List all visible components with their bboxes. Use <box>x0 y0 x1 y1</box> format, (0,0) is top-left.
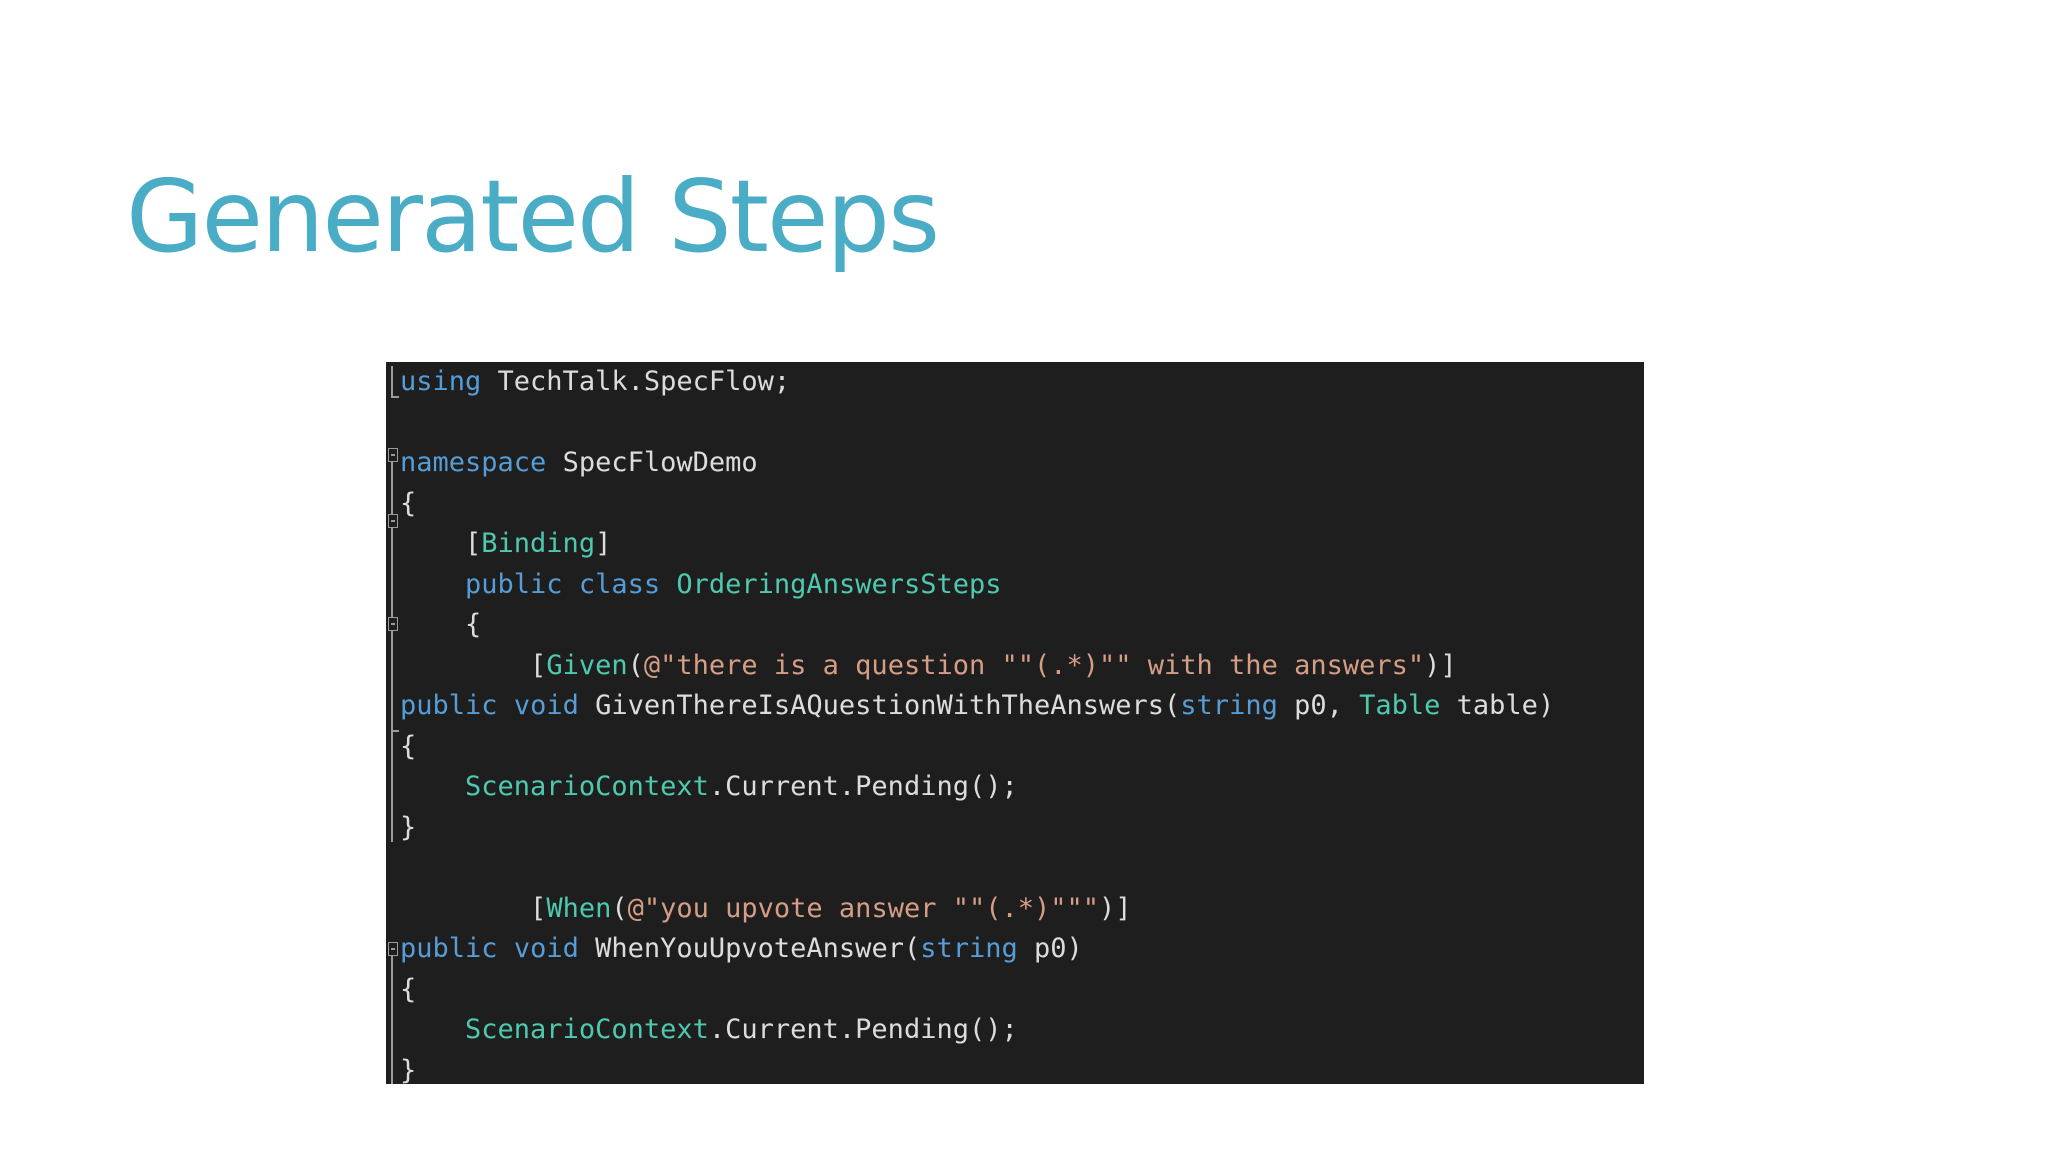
code-keyword: public <box>465 568 563 600</box>
code-keyword: string <box>1180 690 1278 721</box>
code-text: WhenYouUpvoteAnswer( <box>578 933 921 964</box>
code-text: } <box>400 1054 417 1085</box>
code-keyword: public <box>400 933 498 964</box>
code-text: table) <box>1440 690 1555 721</box>
code-type-name: Table <box>1359 690 1441 721</box>
code-line <box>400 403 1554 444</box>
outline-line <box>391 732 393 842</box>
code-line: namespace SpecFlowDemo <box>400 443 1554 484</box>
code-keyword: class <box>578 568 661 600</box>
code-text: ( <box>611 892 628 924</box>
code-line: } <box>400 808 1554 849</box>
code-line: ScenarioContext.Current.Pending(); <box>400 1010 1554 1051</box>
code-text: p0, <box>1277 690 1360 721</box>
code-line: { <box>400 484 1554 525</box>
code-string: @"there is a question ""(.*)"" with the … <box>643 649 1425 681</box>
code-text: )] <box>1424 649 1457 681</box>
code-text: [ <box>400 892 547 924</box>
code-string: @"you upvote answer ""(.*)""" <box>627 892 1100 924</box>
code-screenshot: using TechTalk.SpecFlow; namespace SpecF… <box>386 362 1644 1084</box>
slide-title: Generated Steps <box>126 158 940 275</box>
code-line <box>400 848 1554 889</box>
code-text <box>660 569 676 600</box>
code-text: .Current.Pending(); <box>708 1014 1018 1045</box>
code-line: { <box>400 605 1554 646</box>
code-text <box>400 1014 465 1045</box>
code-text: p0) <box>1017 933 1083 964</box>
outline-end-marker <box>391 730 399 732</box>
code-text <box>563 569 579 600</box>
outline-line <box>391 956 393 1084</box>
code-text: )] <box>1099 892 1132 924</box>
code-line: } <box>400 1051 1554 1085</box>
code-text: [ <box>400 528 482 559</box>
code-keyword: void <box>513 933 579 964</box>
code-text <box>498 933 514 964</box>
code-line: public void WhenYouUpvoteAnswer(string p… <box>400 929 1554 970</box>
code-text: { <box>400 973 417 1005</box>
code-keyword: void <box>513 690 579 721</box>
code-text <box>400 569 465 600</box>
outline-line <box>391 462 393 732</box>
code-keyword: using <box>400 366 482 397</box>
code-text: SpecFlowDemo <box>546 447 758 478</box>
code-type-name: When <box>546 892 612 924</box>
code-outline-gutter <box>388 362 399 1084</box>
code-text <box>400 771 465 802</box>
code-keyword: public <box>400 690 498 721</box>
collapse-icon[interactable] <box>388 448 398 462</box>
code-line: [Binding] <box>400 524 1554 565</box>
code-type-name: ScenarioContext <box>465 1014 709 1045</box>
code-line: [Given(@"there is a question ""(.*)"" wi… <box>400 646 1554 687</box>
code-type-name: OrderingAnswersSteps <box>676 568 1002 600</box>
code-text: .Current.Pending(); <box>708 771 1018 802</box>
code-line: { <box>400 727 1554 768</box>
code-line: [When(@"you upvote answer ""(.*)""")] <box>400 889 1554 930</box>
code-line: using TechTalk.SpecFlow; <box>400 362 1554 403</box>
code-line: { <box>400 970 1554 1011</box>
code-line: ScenarioContext.Current.Pending(); <box>400 767 1554 808</box>
collapse-icon[interactable] <box>388 617 398 631</box>
code-text: { <box>400 609 482 640</box>
outline-end-marker <box>391 396 399 398</box>
collapse-icon[interactable] <box>388 514 398 528</box>
code-type-name: Binding <box>481 528 596 559</box>
code-block: using TechTalk.SpecFlow; namespace SpecF… <box>400 362 1554 1084</box>
code-text: ( <box>627 649 644 681</box>
code-type-name: ScenarioContext <box>465 771 709 802</box>
collapse-icon[interactable] <box>388 942 398 956</box>
code-line: public class OrderingAnswersSteps <box>400 565 1554 606</box>
code-text: { <box>400 730 417 762</box>
code-type-name: Given <box>546 649 628 681</box>
code-text <box>498 690 514 721</box>
code-line: public void GivenThereIsAQuestionWithThe… <box>400 686 1554 727</box>
code-text: GivenThereIsAQuestionWithTheAnswers( <box>578 690 1181 721</box>
code-text: ] <box>595 528 612 559</box>
code-keyword: namespace <box>400 447 547 478</box>
code-text: [ <box>400 649 547 681</box>
outline-line <box>391 366 393 396</box>
code-text: { <box>400 487 417 519</box>
code-keyword: string <box>920 933 1018 964</box>
code-text: TechTalk.SpecFlow; <box>481 366 791 397</box>
code-text: } <box>400 811 417 843</box>
